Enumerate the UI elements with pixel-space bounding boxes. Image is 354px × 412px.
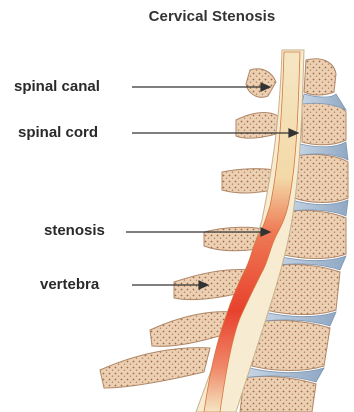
label-spinal-canal: spinal canal: [14, 78, 100, 95]
label-vertebra: vertebra: [40, 276, 99, 293]
label-spinal-cord: spinal cord: [18, 124, 98, 141]
label-stenosis: stenosis: [44, 222, 105, 239]
